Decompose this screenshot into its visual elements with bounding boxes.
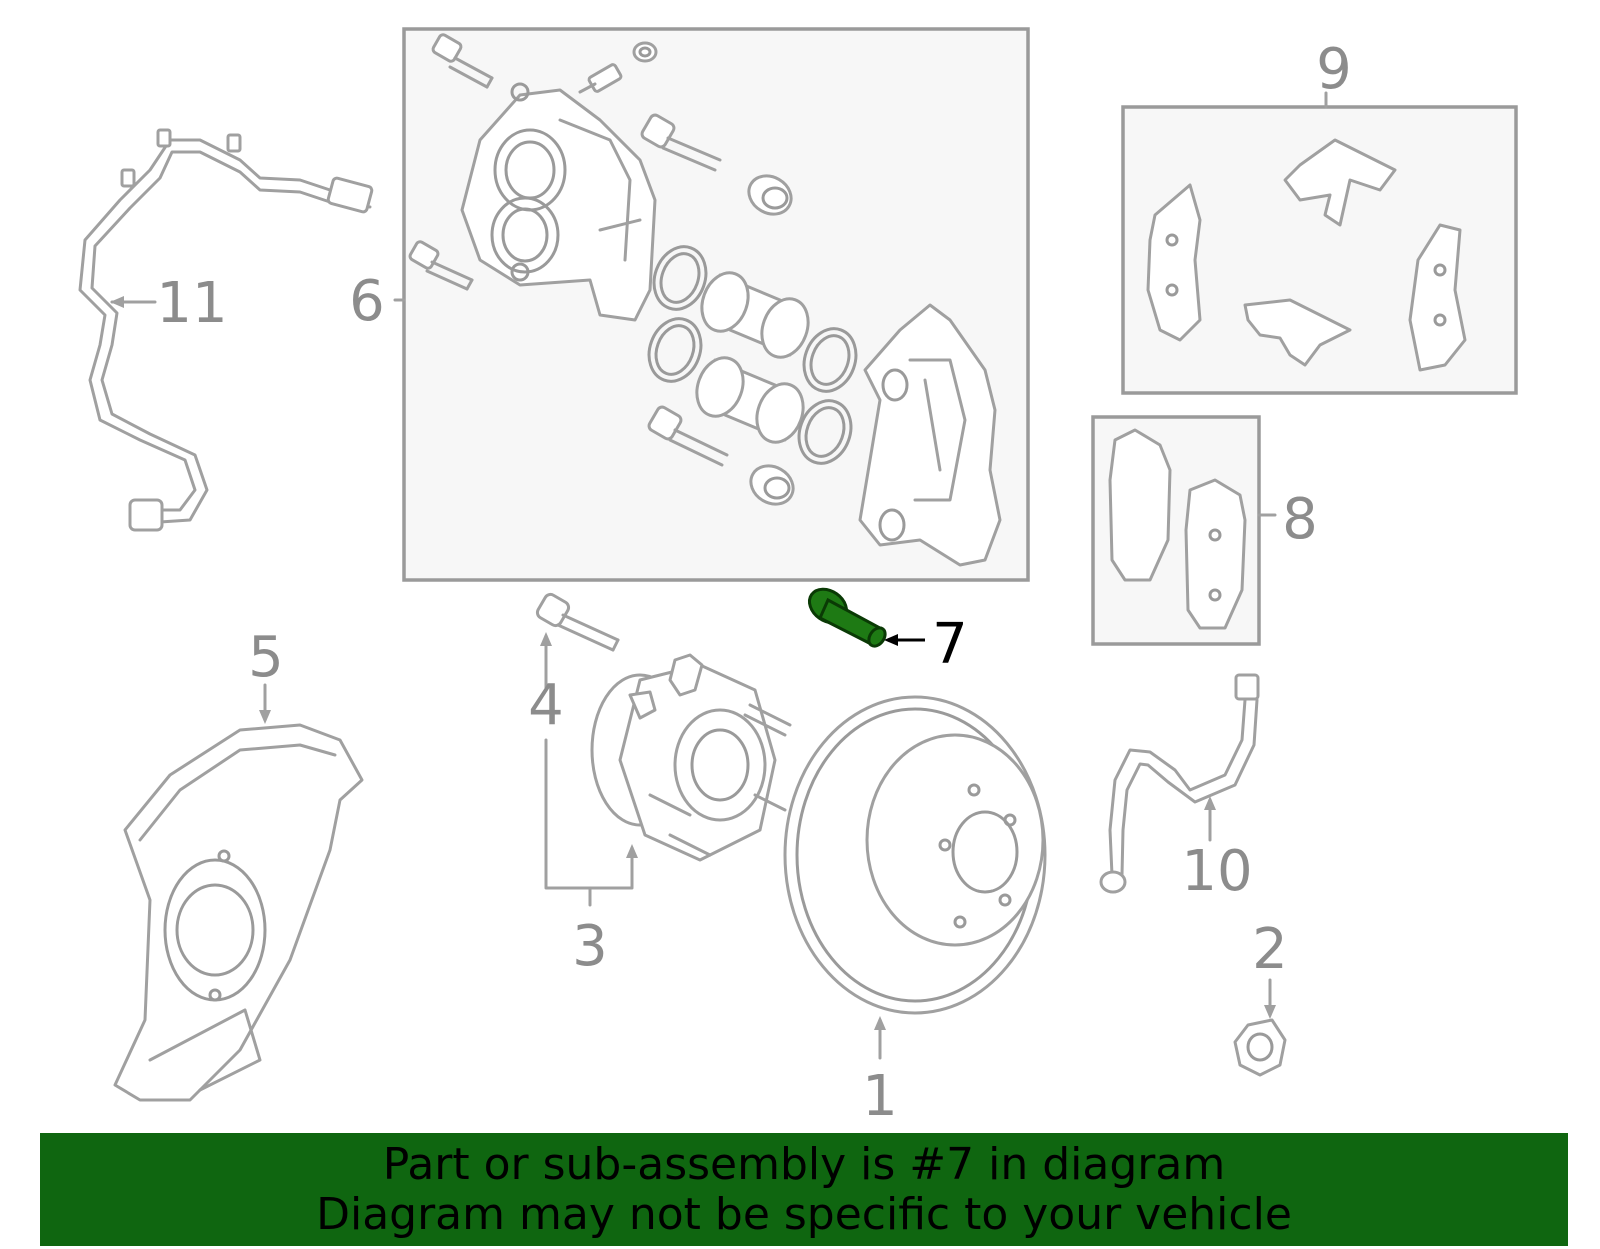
bleeder-cap: [632, 41, 658, 63]
caliper-bolt-left: [408, 240, 474, 291]
bleeder-screw: [578, 63, 623, 94]
leader-4-3: [540, 632, 638, 907]
callout-9: 9: [1316, 37, 1352, 102]
guide-pin-lower: [647, 405, 729, 467]
abs-sensor-harness: [78, 128, 374, 532]
pad-shim-left: [1146, 183, 1202, 342]
hub-nut: [1233, 1018, 1287, 1077]
piston-upper: [700, 271, 810, 359]
wheel-hub-assembly: [590, 653, 792, 862]
leader-1: [874, 1016, 886, 1060]
caliper-bolt-top: [431, 33, 494, 89]
dust-shield: [113, 723, 364, 1102]
callout-5: 5: [248, 625, 284, 690]
brake-pad-inner: [1108, 428, 1172, 582]
pin-boot-upper: [747, 174, 793, 216]
caliper-assembly-group: [402, 27, 1030, 582]
callout-labels: 1 2 3 4 5 6 7 8 9 10 11: [156, 37, 1351, 1129]
pin-boot-lower: [749, 464, 795, 506]
caliper-mounting-bolt-highlighted: [807, 587, 887, 648]
leader-11: [110, 296, 157, 308]
leader-5: [259, 683, 271, 724]
guide-pin-upper: [640, 113, 722, 172]
brake-pad-outer: [1184, 478, 1247, 630]
callout-8: 8: [1282, 487, 1318, 552]
leader-lines: [110, 91, 1328, 1060]
hub-bolt: [535, 592, 620, 652]
piston-seal-4: [797, 399, 853, 465]
info-banner: Part or sub-assembly is #7 in diagram Di…: [40, 1133, 1568, 1246]
banner-line-2: Diagram may not be specific to your vehi…: [316, 1188, 1292, 1240]
callout-4: 4: [528, 673, 564, 738]
leader-10: [1204, 796, 1216, 842]
callout-10: 10: [1181, 839, 1252, 904]
leader-2: [1264, 978, 1276, 1019]
piston-seal-3: [802, 327, 858, 393]
callout-1: 1: [862, 1064, 898, 1129]
pad-shim-right: [1408, 223, 1467, 372]
caliper-housing: [460, 82, 657, 322]
hardware-kit-group: [1121, 105, 1518, 395]
anti-rattle-clip-top: [1283, 138, 1397, 227]
callout-6: 6: [349, 269, 385, 334]
callout-2: 2: [1252, 917, 1288, 982]
piston-lower: [695, 356, 805, 444]
caliper-bracket: [858, 303, 1002, 567]
piston-seal-2: [647, 317, 703, 383]
piston-seal-1: [652, 245, 708, 311]
brake-hose: [1099, 673, 1260, 894]
callout-11: 11: [156, 271, 227, 336]
banner-line-1: Part or sub-assembly is #7 in diagram: [382, 1138, 1226, 1190]
callout-3: 3: [572, 914, 608, 979]
leader-7: [884, 634, 925, 646]
anti-rattle-clip-bottom: [1243, 298, 1352, 367]
callout-7: 7: [932, 612, 968, 677]
brake-rotor: [783, 695, 1047, 1015]
brake-pads-group: [1091, 415, 1261, 646]
